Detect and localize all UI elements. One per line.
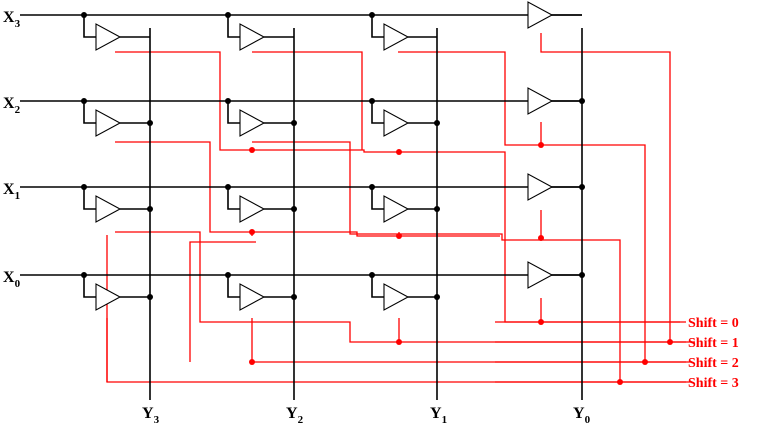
tristate-buffer-icon: [95, 283, 122, 311]
control-wire: [252, 141, 621, 382]
tristate-buffer-icon: [527, 87, 554, 115]
input-label-x0: X0: [3, 269, 21, 290]
junction-dot: [81, 12, 87, 18]
control-wire: [106, 235, 690, 383]
junction-dot: [579, 98, 585, 104]
junction-dot: [81, 98, 87, 104]
tristate-buffer-icon: [383, 195, 410, 223]
tristate-buffer-icon: [527, 173, 554, 201]
tristate-buffer-icon: [95, 195, 122, 223]
tap-wire: [371, 15, 384, 38]
junction-dot: [291, 120, 297, 126]
tap-wire: [371, 275, 384, 298]
tap-wire: [227, 101, 240, 124]
control-wire: [189, 241, 256, 362]
tristate-buffer-icon: [383, 23, 410, 51]
junction-dot: [225, 98, 231, 104]
control-lines: [106, 33, 695, 383]
junction-dot: [81, 272, 87, 278]
tristate-buffer-icon: [239, 23, 266, 51]
output-label-y2: Y2: [286, 405, 304, 426]
tristate-buffer-icon: [383, 283, 410, 311]
tristate-buffer-icon: [527, 261, 554, 289]
shift-3-label: Shift = 3: [688, 376, 739, 391]
tap-wire: [227, 187, 240, 210]
shift-0-label: Shift = 0: [688, 316, 739, 331]
control-junction-dot: [538, 319, 544, 325]
input-label-x3: X3: [3, 9, 21, 30]
shift-1-label: Shift = 1: [688, 336, 739, 351]
junction-dot: [579, 184, 585, 190]
junction-dot: [434, 120, 440, 126]
control-junction-dot: [249, 147, 255, 153]
junction-dot: [291, 206, 297, 212]
tap-wire: [371, 187, 384, 210]
control-junction-dot: [617, 379, 623, 385]
control-junction-dot: [249, 359, 255, 365]
junction-dot: [147, 294, 153, 300]
data-lines: [20, 14, 583, 400]
junction-dot: [147, 206, 153, 212]
control-wire: [115, 51, 680, 323]
junction-dot: [579, 272, 585, 278]
tap-wire: [227, 15, 240, 38]
tap-wire: [83, 15, 96, 38]
junction-dot: [225, 272, 231, 278]
control-wire: [115, 141, 500, 237]
tristate-buffers: [95, 1, 554, 311]
tristate-buffer-icon: [239, 195, 266, 223]
control-junction-dot: [249, 229, 255, 235]
tristate-buffer-icon: [239, 109, 266, 137]
junction-dot: [81, 184, 87, 190]
control-junction-dot: [396, 233, 402, 239]
control-junction-dot: [642, 359, 648, 365]
tristate-buffer-icon: [239, 283, 266, 311]
junction-dots: [81, 12, 673, 385]
junction-dot: [369, 272, 375, 278]
control-junction-dot: [396, 149, 402, 155]
tap-wire: [83, 187, 96, 210]
output-label-y0: Y0: [573, 405, 591, 426]
tap-wire: [227, 275, 240, 298]
tristate-buffer-icon: [383, 109, 410, 137]
tristate-buffer-icon: [95, 23, 122, 51]
control-junction-dot: [538, 235, 544, 241]
junction-dot: [434, 206, 440, 212]
junction-dot: [225, 12, 231, 18]
junction-dot: [225, 184, 231, 190]
junction-dot: [147, 120, 153, 126]
tap-wire: [83, 101, 96, 124]
junction-dot: [369, 184, 375, 190]
control-junction-dot: [538, 142, 544, 148]
tap-wire: [83, 275, 96, 298]
control-wire: [251, 318, 690, 363]
control-wire: [398, 51, 646, 362]
junction-dot: [434, 294, 440, 300]
junction-dot: [291, 294, 297, 300]
control-wire: [540, 33, 671, 342]
control-wire: [252, 51, 363, 150]
output-label-y1: Y1: [430, 405, 447, 426]
control-wire: [115, 231, 695, 343]
input-label-x1: X1: [3, 181, 20, 202]
output-label-y3: Y3: [142, 405, 160, 426]
control-junction-dot: [667, 339, 673, 345]
shift-2-label: Shift = 2: [688, 356, 739, 371]
junction-dot: [369, 12, 375, 18]
tap-wire: [371, 101, 384, 124]
junction-dot: [369, 98, 375, 104]
control-junction-dot: [396, 339, 402, 345]
input-label-x2: X2: [3, 95, 21, 116]
tristate-buffer-icon: [527, 1, 554, 29]
tristate-buffer-icon: [95, 109, 122, 137]
